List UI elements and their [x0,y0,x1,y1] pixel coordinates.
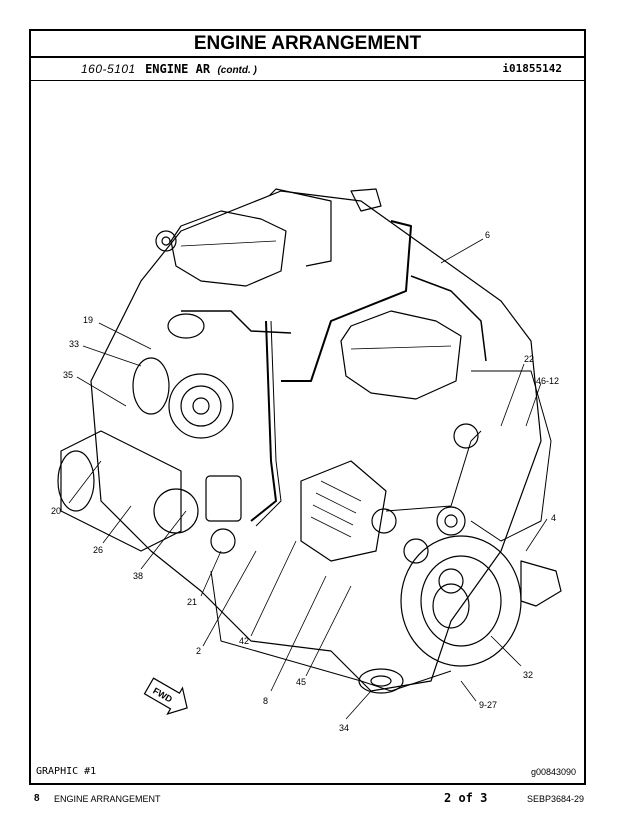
callout-32: 32 [523,670,533,680]
document-number: SEBP3684-29 [527,794,585,804]
footer-section: ENGINE ARRANGEMENT [54,794,161,804]
page-number: 8 [34,793,40,804]
callout-38: 38 [133,571,143,581]
callout-2: 2 [196,646,201,656]
callout-34: 34 [339,723,349,733]
illustration-id: i01855142 [502,62,562,75]
oil-pan [210,570,452,692]
part-info: 160-5101 ENGINE AR (contd. ) [81,58,257,82]
engine-illustration: 6 19 33 35 22 46-12 20 4 26 38 21 2 42 3… [51,188,562,733]
page-frame: ENGINE ARRANGEMENT 160-5101 ENGINE AR (c… [29,29,586,785]
callout-35: 35 [63,370,73,380]
page-title: ENGINE ARRANGEMENT [31,31,584,58]
callout-33: 33 [69,339,79,349]
part-suffix: (contd. ) [217,65,257,76]
alternator [300,460,387,562]
callout-8: 8 [263,696,268,706]
valve-cover-rear [170,210,287,287]
callout-45: 45 [296,677,306,687]
starter-motor [60,430,182,552]
part-name: ENGINE AR [145,62,211,76]
callout-22: 22 [524,354,534,364]
graphic-id: g00843090 [530,767,576,777]
graphic-label: GRAPHIC #1 [36,766,97,777]
page-footer: 8 ENGINE ARRANGEMENT 2 of 3 SEBP3684-29 [0,790,638,810]
callout-19: 19 [83,315,93,325]
callout-9-27: 9-27 [479,700,497,710]
callout-46-12: 46-12 [536,376,559,386]
callout-6: 6 [485,230,490,240]
callout-21: 21 [187,597,197,607]
callout-42: 42 [239,636,249,646]
callout-20: 20 [51,506,61,516]
turbocharger [168,373,234,439]
valve-cover-front [340,310,462,400]
callout-26: 26 [93,545,103,555]
part-header: 160-5101 ENGINE AR (contd. ) i01855142 [31,58,584,81]
coolant-pipe [281,220,412,382]
page-of: 2 of 3 [444,791,488,805]
part-number: 160-5101 [81,62,136,76]
engine-block-outline [90,190,542,692]
fwd-arrow-icon: FWD [143,677,188,716]
callout-4: 4 [551,513,556,523]
